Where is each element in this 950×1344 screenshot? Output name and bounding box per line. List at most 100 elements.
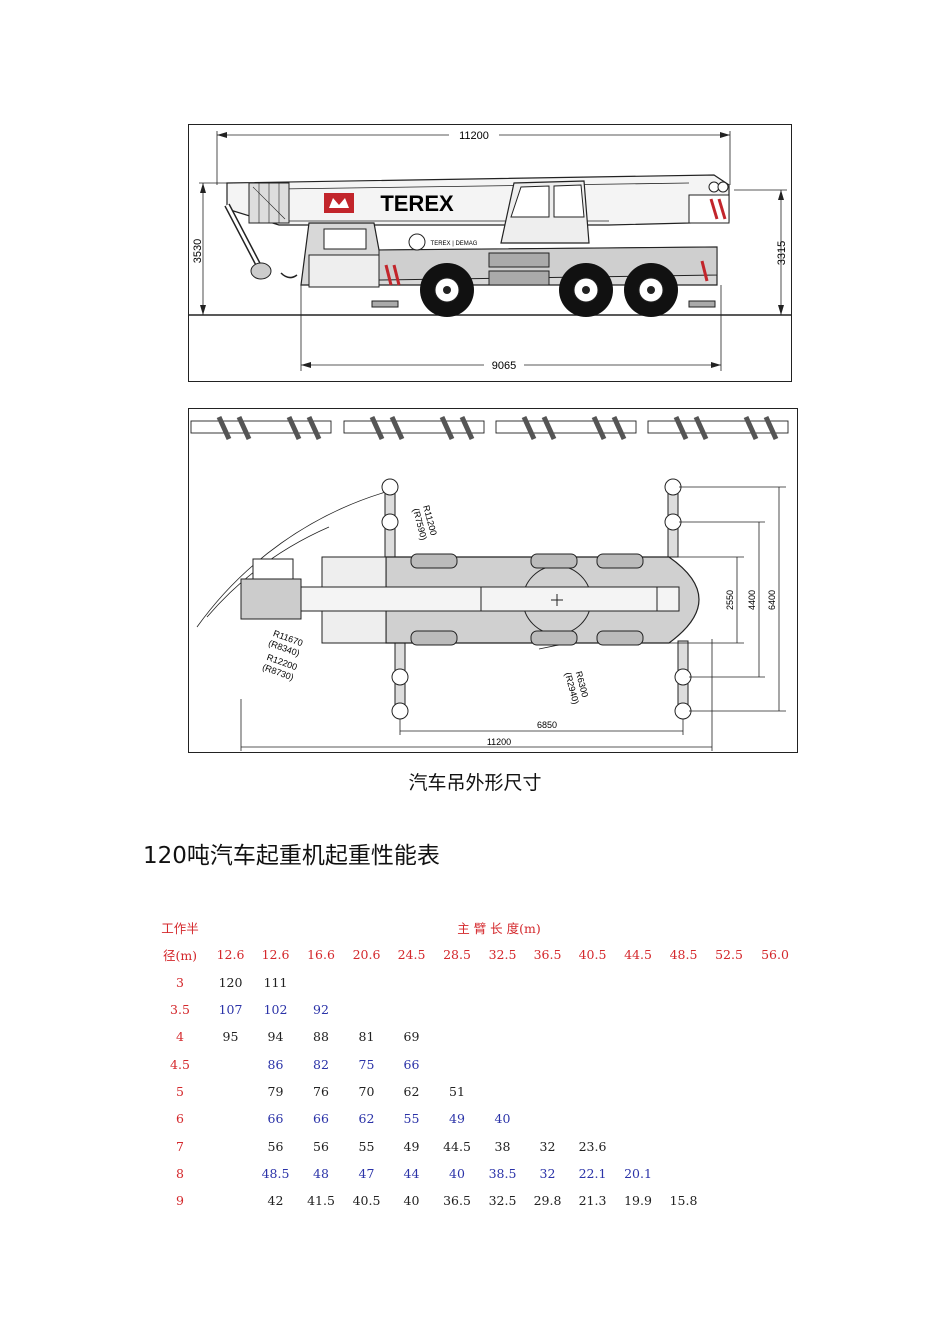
wheel	[624, 263, 678, 317]
capacity-cell	[661, 996, 706, 1023]
dim-width-2: 4400	[747, 590, 757, 610]
capacity-cell: 69	[403, 1029, 420, 1045]
capacity-cell: 40.5	[352, 1193, 381, 1209]
capacity-cell: 56	[267, 1138, 284, 1154]
capacity-cell	[752, 1160, 798, 1187]
capacity-cell	[752, 1050, 798, 1077]
capacity-cell: 82	[313, 1056, 329, 1072]
capacity-cell: 29.8	[533, 1193, 562, 1209]
capacity-cell	[706, 1132, 752, 1159]
capacity-cell	[389, 996, 434, 1023]
capacity-cell	[480, 996, 525, 1023]
plan-tires	[410, 553, 644, 646]
capacity-cell	[570, 1023, 615, 1050]
capacity-cell: 81	[358, 1029, 375, 1045]
capacity-cell	[570, 1105, 615, 1132]
capacity-cell: 15.8	[669, 1193, 698, 1209]
capacity-cell	[615, 1050, 661, 1077]
capacity-cell: 62	[403, 1083, 420, 1099]
boom-length-header-cell: 20.6	[352, 947, 381, 963]
capacity-cell: 47	[358, 1165, 375, 1181]
capacity-cell: 55	[358, 1138, 375, 1154]
capacity-cell	[434, 969, 480, 996]
capacity-cell	[706, 1105, 752, 1132]
radius-cell: 5	[176, 1083, 184, 1099]
capacity-cell	[208, 1160, 253, 1187]
radius-cell: 3.5	[170, 1002, 190, 1018]
wheel	[559, 263, 613, 317]
side-view-svg: 11200 3530 3315 9065 TEREX	[189, 128, 791, 372]
capacity-cell: 23.6	[578, 1138, 607, 1154]
capacity-cell	[525, 1078, 570, 1105]
capacity-cell: 79	[267, 1083, 284, 1099]
radius-cell: 3	[176, 974, 184, 990]
radius-cell: 8	[176, 1165, 184, 1181]
capacity-cell: 55	[403, 1111, 420, 1127]
capacity-cell: 95	[222, 1029, 239, 1045]
capacity-cell	[570, 1050, 615, 1077]
capacity-cell	[706, 996, 752, 1023]
capacity-cell	[434, 1050, 480, 1077]
capacity-cell	[208, 1105, 253, 1132]
boom-length-header-cell: 56.0	[761, 947, 789, 963]
capacity-cell	[752, 1105, 798, 1132]
crane-side-view-drawing: 11200 3530 3315 9065 TEREX	[188, 124, 792, 382]
capacity-cell	[661, 1050, 706, 1077]
capacity-cell	[615, 1078, 661, 1105]
capacity-cell	[434, 1023, 480, 1050]
capacity-cell	[661, 1023, 706, 1050]
boom-length-header-cell: 24.5	[397, 947, 426, 963]
capacity-cell: 49	[449, 1111, 465, 1127]
capacity-cell	[752, 969, 798, 996]
capacity-cell	[752, 1078, 798, 1105]
capacity-cell	[434, 996, 480, 1023]
header-boom-length-group: 主 臂 长 度(m)	[457, 921, 541, 937]
operator-cab	[408, 180, 590, 251]
capacity-cell	[661, 1160, 706, 1187]
capacity-cell	[615, 1105, 661, 1132]
figure-caption: 汽车吊外形尺寸	[408, 772, 542, 794]
header-radius-label-bottom: 径(m)	[162, 948, 198, 964]
capacity-cell	[752, 1132, 798, 1159]
capacity-cell	[706, 1078, 752, 1105]
capacity-cell: 94	[267, 1029, 284, 1045]
header-radius-label-top: 工作半	[161, 921, 199, 937]
capacity-cell	[706, 1160, 752, 1187]
boom-length-header-cell: 32.5	[488, 947, 517, 963]
capacity-cell	[525, 1050, 570, 1077]
capacity-cell	[570, 969, 615, 996]
boom-length-header-cell: 12.6	[216, 947, 245, 963]
table-header-row: 工作半 主 臂 长 度(m)	[152, 914, 798, 941]
capacity-cell: 44	[403, 1165, 420, 1181]
capacity-cell	[208, 1132, 253, 1159]
capacity-cell: 76	[313, 1083, 329, 1099]
capacity-cell	[661, 969, 706, 996]
capacity-cell: 88	[313, 1029, 329, 1045]
dim-overall-length-plan: 11200	[487, 737, 511, 747]
boom-length-header-cell: 36.5	[533, 947, 562, 963]
capacity-cell	[706, 1023, 752, 1050]
capacity-cell: 32.5	[488, 1193, 517, 1209]
capacity-cell	[525, 969, 570, 996]
capacity-cell	[208, 1078, 253, 1105]
radius-cell: 4	[176, 1029, 184, 1045]
capacity-cell	[525, 996, 570, 1023]
capacity-cell: 36.5	[443, 1193, 471, 1209]
capacity-cell	[661, 1132, 706, 1159]
capacity-cell: 38.5	[488, 1165, 517, 1181]
capacity-cell	[525, 1023, 570, 1050]
capacity-cell: 38	[494, 1138, 511, 1154]
cab-brand-text: TEREX | DEMAG	[431, 241, 478, 247]
dim-outrigger-span: 6850	[537, 720, 557, 730]
boom-length-header-cell: 40.5	[578, 947, 607, 963]
crane-boom: TEREX	[226, 174, 730, 226]
dim-height-left: 3530	[192, 239, 204, 263]
boom-length-header-cell: 12.6	[261, 947, 290, 963]
